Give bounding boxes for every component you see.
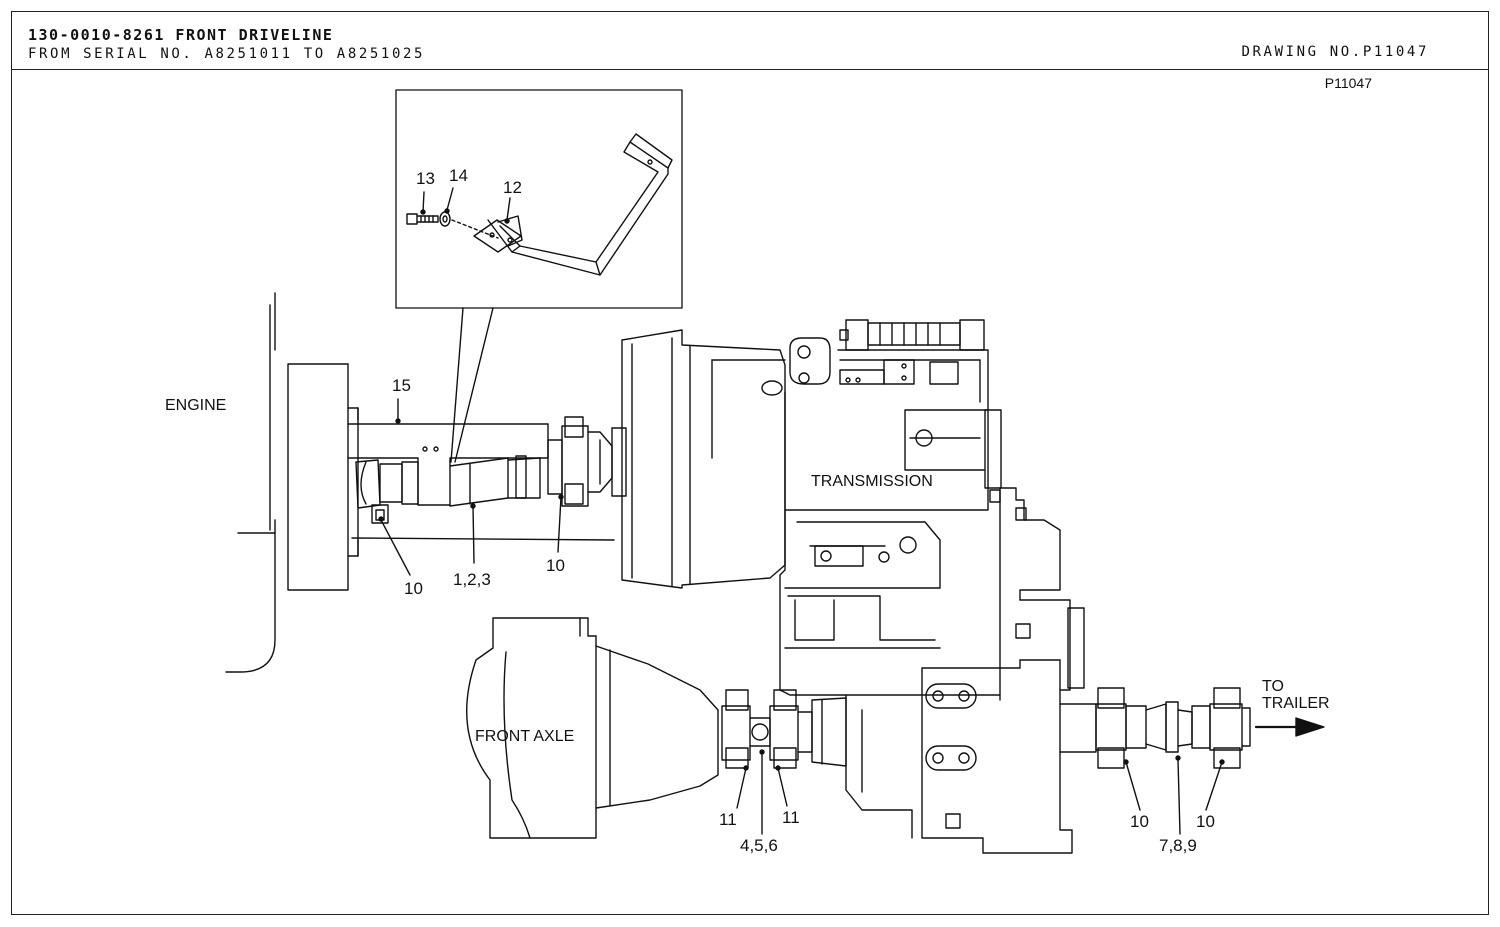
to-trailer-label-line1: TO — [1262, 678, 1284, 695]
front-shaft — [347, 398, 627, 576]
serial-range: FROM SERIAL NO. A8251011 TO A8251025 — [28, 46, 426, 62]
front-axle-label: FRONT AXLE — [475, 728, 575, 745]
drawing-title: 130-0010-8261 FRONT DRIVELINE — [28, 26, 334, 44]
drawing-frame — [11, 11, 1489, 915]
callout-15: 15 — [392, 376, 411, 395]
callout-1-2-3: 1,2,3 — [453, 570, 491, 589]
callout-11-right: 11 — [782, 808, 800, 827]
rear-shaft — [1059, 687, 1325, 835]
transmission-housing — [621, 319, 1085, 854]
drawing-reference: P11047 — [1324, 75, 1372, 91]
drawing-number: DRAWING NO.P11047 — [1241, 44, 1429, 60]
header-divider — [11, 69, 1489, 70]
callout-10-rear-right: 10 — [1196, 812, 1215, 831]
engine-label: ENGINE — [165, 397, 227, 414]
to-trailer-label-line2: TRAILER — [1262, 695, 1330, 712]
callout-4-5-6: 4,5,6 — [740, 836, 778, 855]
callout-11-left: 11 — [719, 810, 737, 829]
callout-13: 13 — [416, 169, 435, 188]
front-axle — [466, 617, 847, 839]
callout-12: 12 — [503, 178, 522, 197]
callout-10-engine: 10 — [404, 579, 423, 598]
callout-7-8-9: 7,8,9 — [1159, 836, 1197, 855]
detail-inset — [395, 89, 683, 463]
callout-10-transmission: 10 — [546, 556, 565, 575]
callout-10-rear-left: 10 — [1130, 812, 1149, 831]
engine-outline — [225, 292, 359, 673]
callout-14: 14 — [449, 166, 468, 185]
transmission-label: TRANSMISSION — [811, 473, 933, 490]
